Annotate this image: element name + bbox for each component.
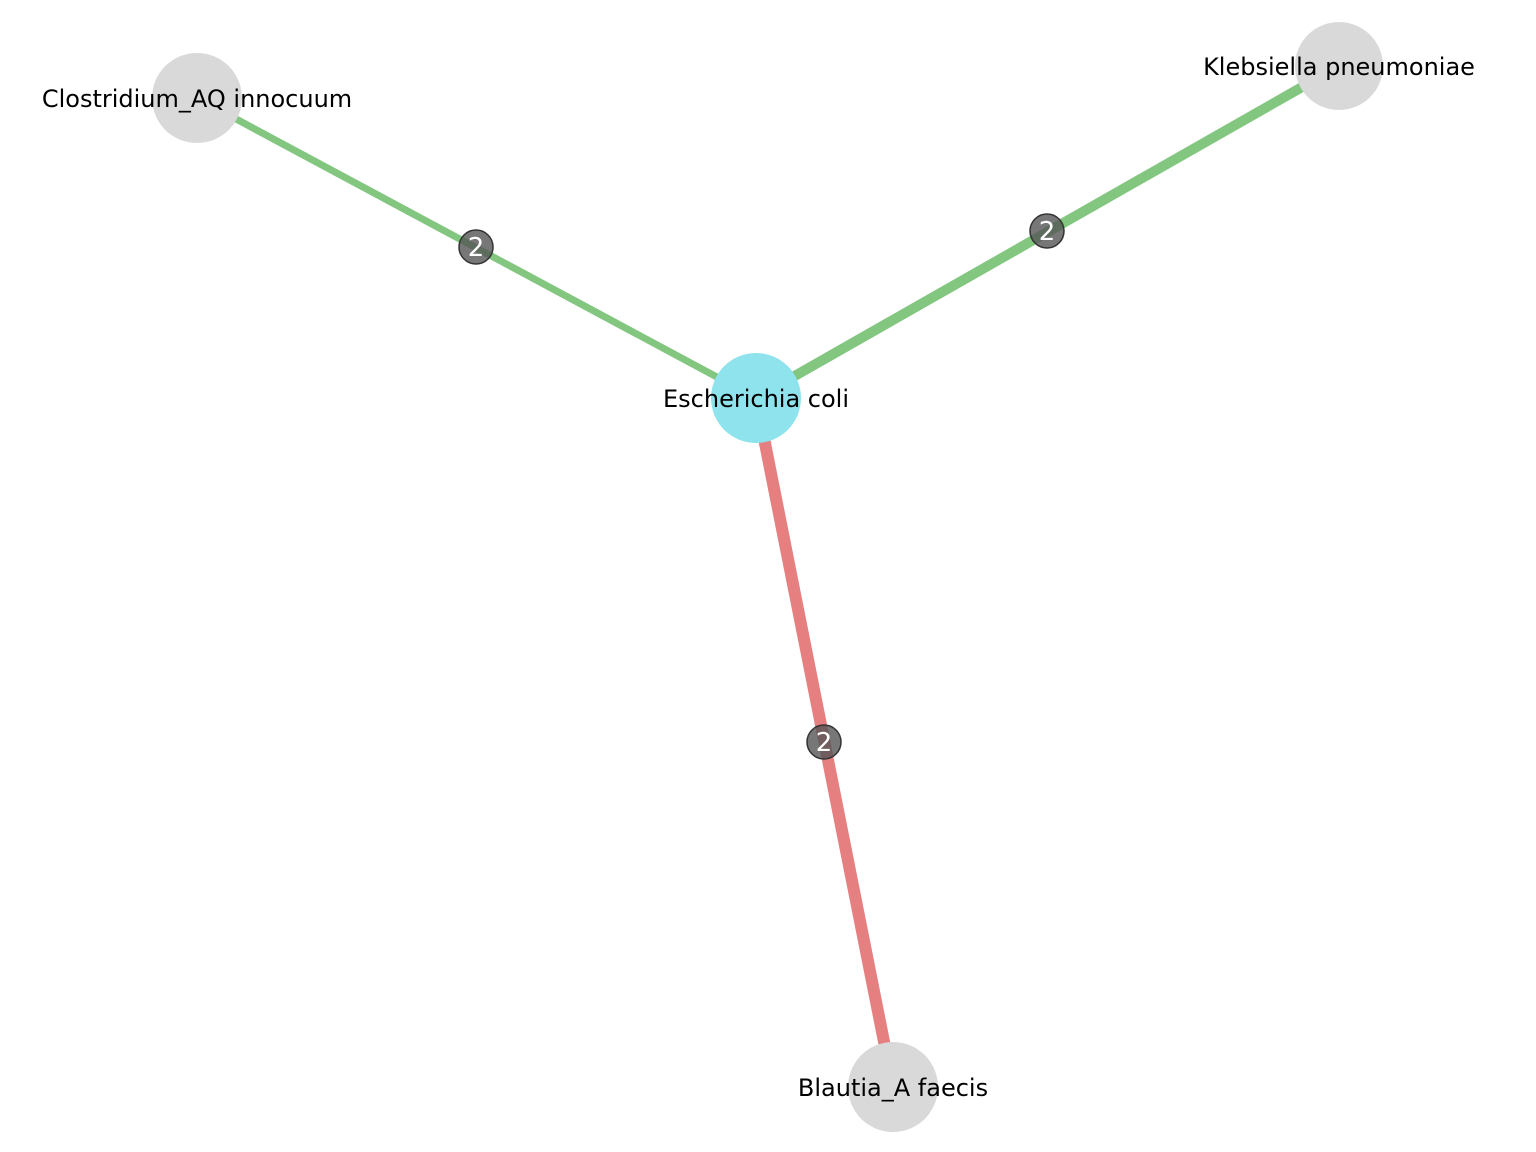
node-blautia: [848, 1042, 938, 1132]
edge-weight-badge-circle: [806, 724, 842, 760]
edge-badges-layer: 2 2 2: [458, 213, 1065, 760]
edge-weight-badge-circle: [458, 229, 494, 265]
edge-weight-badge: 2: [458, 229, 494, 265]
labels-layer: Escherichia coli Clostridium_AQ innocuum K…: [42, 53, 1475, 1102]
node-clostridium: [152, 53, 242, 143]
node-label-clostridium: Clostridium_AQ innocuum: [42, 85, 352, 113]
edge-weight-badge: 2: [806, 724, 842, 760]
edge-weight-badge: 2: [1029, 213, 1065, 249]
node-label-blautia: Blautia_A faecis: [798, 1074, 988, 1102]
edge-weight-label: 2: [468, 233, 485, 263]
node-klebsiella: [1295, 22, 1383, 110]
edge-weight-badge-circle: [1029, 213, 1065, 249]
edge-weight-label: 2: [816, 728, 833, 758]
nodes-layer: [152, 22, 1383, 1132]
edge-weight-label: 2: [1039, 217, 1056, 247]
node-label-klebsiella: Klebsiella pneumoniae: [1203, 53, 1475, 81]
node-escherichia-coli: [711, 353, 801, 443]
edges-layer: [195, 61, 1342, 1089]
node-label-escherichia-coli: Escherichia coli: [663, 385, 849, 413]
